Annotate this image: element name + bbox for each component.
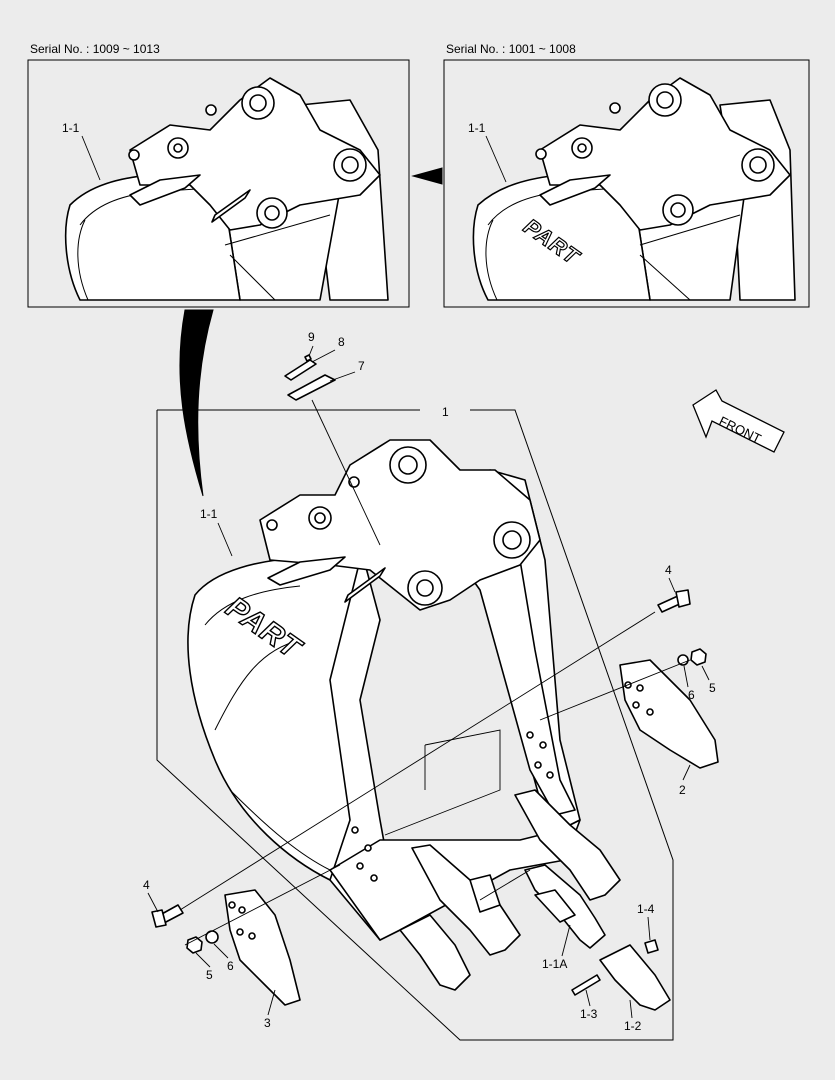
tooth-1 <box>411 844 521 956</box>
shim-8 <box>284 359 317 381</box>
callout-1-2: 1-2 <box>624 1019 642 1033</box>
nut-5-bottom <box>186 936 203 954</box>
teeth <box>399 789 671 1011</box>
callout-1-4: 1-4 <box>637 902 655 916</box>
callout-4-top: 4 <box>665 563 672 577</box>
leader-bolt-axis-3 <box>539 659 691 721</box>
bucket-inset-left <box>64 77 389 301</box>
leader-bolt-axis-1 <box>179 611 656 911</box>
callout-6-top: 6 <box>688 688 695 702</box>
callout-2: 2 <box>679 783 686 797</box>
connector-swoosh <box>179 309 214 497</box>
callout-1: 1 <box>442 405 449 419</box>
pin-9 <box>304 354 312 362</box>
callout-1-1a: 1-1A <box>542 957 567 971</box>
callout-1-3: 1-3 <box>580 1007 598 1021</box>
arrow-pointer-icon <box>411 167 443 185</box>
callout-5-top: 5 <box>709 681 716 695</box>
callout-8: 8 <box>338 335 345 349</box>
callout-4-bottom: 4 <box>143 878 150 892</box>
callout-9: 9 <box>308 330 315 344</box>
leader-shim-axis <box>311 399 381 546</box>
bucket-inset-right <box>472 77 796 301</box>
inset-right-frame <box>443 59 810 308</box>
assembly-outline <box>156 409 674 1041</box>
adapter-1-1a <box>534 889 576 923</box>
leader-1-1-left <box>81 135 101 181</box>
leader-1-1-right <box>485 135 507 183</box>
callout-1-1-right: 1-1 <box>468 121 486 135</box>
side-cutter-3 <box>224 889 301 1006</box>
side-cutter-2 <box>619 659 719 769</box>
shim-7 <box>287 374 336 401</box>
tooth-2 <box>514 789 621 901</box>
serial-label-left: Serial No. : 1009 ~ 1013 <box>30 42 160 56</box>
front-arrow-icon <box>692 389 785 453</box>
callout-3: 3 <box>264 1016 271 1030</box>
leader-bolt-axis-2 <box>184 864 341 946</box>
pin-1-3 <box>571 974 601 996</box>
tooth-4 <box>399 914 471 991</box>
inset-left: Serial No. : 1009 ~ 1013 <box>27 42 410 308</box>
bucket-main <box>187 439 581 941</box>
callout-1-1-main: 1-1 <box>200 507 218 521</box>
inset-right: Serial No. : 1001 ~ 1008 PART 1-1 <box>443 42 810 308</box>
callout-1-1-left: 1-1 <box>62 121 80 135</box>
inset-left-frame <box>27 59 410 308</box>
tooth-1-2 <box>599 944 671 1011</box>
callout-5-bottom: 5 <box>206 968 213 982</box>
serial-label-right: Serial No. : 1001 ~ 1008 <box>446 42 576 56</box>
callout-6-bottom: 6 <box>227 959 234 973</box>
lock-1-4 <box>644 939 659 954</box>
nut-5-top <box>690 648 707 666</box>
front-arrow: FRONT <box>692 389 785 453</box>
centerline-main <box>384 729 501 836</box>
callout-7: 7 <box>358 359 365 373</box>
washer-6-top <box>677 654 689 666</box>
